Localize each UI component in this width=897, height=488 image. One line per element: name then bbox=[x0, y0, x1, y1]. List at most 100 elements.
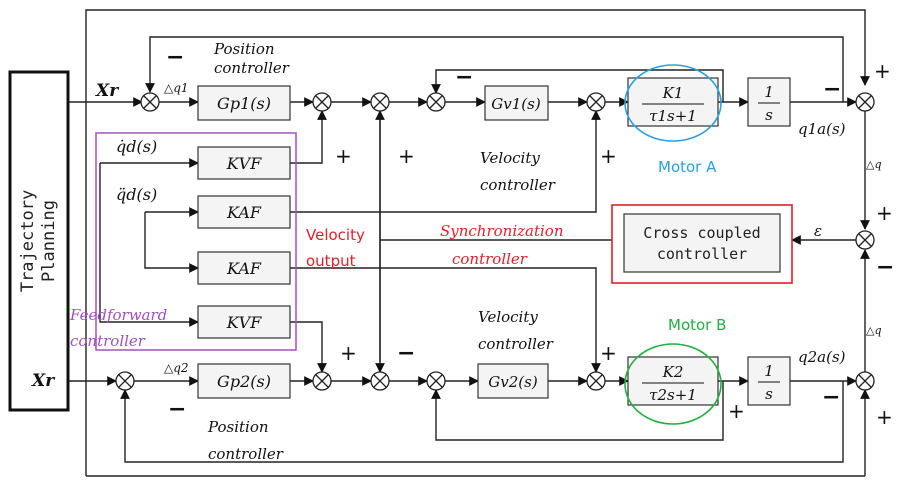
integrator-top-den: s bbox=[765, 106, 773, 124]
gp1-block: Gp1(s) bbox=[197, 85, 291, 121]
position-controller-top-l2: controller bbox=[214, 59, 290, 77]
velocity-controller-bottom-l1: Velocity bbox=[478, 308, 538, 326]
cross-coupled-line2: controller bbox=[657, 245, 747, 263]
cross-coupled-controller-block: Cross coupled controller bbox=[611, 204, 793, 284]
synchronization-controller-l1: Synchronization bbox=[440, 222, 564, 240]
integrator-top-num: 1 bbox=[764, 83, 774, 101]
velocity-controller-bottom-l2: controller bbox=[478, 335, 554, 353]
motor-a-label: Motor A bbox=[658, 158, 717, 176]
sign-minus-7: − bbox=[822, 385, 840, 410]
motor-b-numerator: K2 bbox=[662, 363, 684, 381]
gp2-label: Gp2(s) bbox=[217, 372, 271, 391]
sign-plus-9: + bbox=[876, 405, 893, 429]
gv1-label: Gv1(s) bbox=[491, 95, 541, 113]
trajectory-label-line2: Planning bbox=[39, 200, 59, 282]
feedforward-controller-l1: Feedforward bbox=[69, 306, 167, 324]
feedforward-frame bbox=[95, 132, 297, 351]
sign-plus-7: + bbox=[600, 341, 617, 365]
integrator-bottom-num: 1 bbox=[764, 362, 774, 380]
motor-a-block: K1 τ1s+1 bbox=[624, 64, 722, 142]
dq2-label: △q2 bbox=[164, 361, 189, 375]
qd-dot-label: q̇d(s) bbox=[116, 137, 157, 156]
gp2-block: Gp2(s) bbox=[197, 363, 291, 399]
q2a-label: q2a(s) bbox=[798, 348, 846, 366]
sum-junction-right-mid bbox=[855, 230, 875, 250]
trajectory-label-line1: Trajectory bbox=[18, 190, 38, 292]
summing-junctions bbox=[115, 92, 875, 391]
kaf-top-block: KAF bbox=[197, 195, 291, 229]
q1a-label: q1a(s) bbox=[798, 120, 846, 138]
sign-plus-5: + bbox=[876, 201, 893, 225]
dq-right-bottom-label: △q bbox=[866, 324, 882, 337]
xr-bottom-label: Xr bbox=[31, 371, 55, 391]
kvf-top-block: KVF bbox=[197, 146, 291, 180]
sign-plus-6: + bbox=[340, 341, 357, 365]
epsilon-label: ε bbox=[814, 222, 822, 240]
trajectory-planning-block: Trajectory Planning bbox=[8, 70, 70, 412]
wires bbox=[68, 9, 870, 477]
synchronization-controller-l2: controller bbox=[452, 250, 528, 268]
motor-b-block: K2 τ2s+1 bbox=[624, 343, 722, 425]
sign-plus-8: + bbox=[728, 399, 745, 423]
motor-b-label: Motor B bbox=[668, 316, 726, 334]
sign-plus-3: + bbox=[600, 144, 617, 168]
motor-a-highlight bbox=[624, 64, 722, 142]
qd-ddot-label: q̈d(s) bbox=[116, 185, 157, 204]
sum-junction-right-top bbox=[855, 92, 875, 112]
motor-b-highlight bbox=[624, 343, 722, 425]
xr-top-label: Xr bbox=[95, 81, 119, 101]
gv2-label: Gv2(s) bbox=[488, 373, 538, 391]
sum-junction-bottom-4 bbox=[426, 371, 446, 391]
velocity-output-l2: output bbox=[306, 252, 356, 270]
annotations: Position controller Position controller … bbox=[69, 40, 726, 463]
sign-plus-2: + bbox=[398, 144, 415, 168]
sign-plus-4: + bbox=[874, 59, 891, 83]
feedforward-controller-l2: controller bbox=[70, 332, 146, 350]
kaf-bottom-block: KAF bbox=[197, 251, 291, 285]
velocity-output-l1: Velocity bbox=[306, 226, 365, 244]
integrator-top-block: 1 s bbox=[747, 77, 791, 127]
velocity-controller-top-l1: Velocity bbox=[480, 149, 540, 167]
sum-junction-top-5 bbox=[586, 92, 606, 112]
gv2-block: Gv2(s) bbox=[477, 363, 549, 399]
sum-junction-top-2 bbox=[312, 92, 332, 112]
sign-plus-1: + bbox=[335, 144, 352, 168]
motor-a-numerator: K1 bbox=[662, 84, 684, 102]
sum-junction-top-1 bbox=[140, 92, 160, 112]
dq-right-top-label: △q bbox=[866, 158, 882, 171]
motor-b-denominator: τ2s+1 bbox=[649, 386, 697, 404]
sum-junction-bottom-1 bbox=[115, 371, 135, 391]
integrator-bottom-den: s bbox=[765, 385, 773, 403]
cross-coupled-line1: Cross coupled bbox=[643, 224, 760, 242]
sum-junction-top-3 bbox=[370, 92, 390, 112]
kaf-bottom-label: KAF bbox=[226, 259, 262, 278]
sign-minus-5: − bbox=[397, 341, 415, 366]
kvf-top-label: KVF bbox=[226, 154, 263, 173]
sign-minus-2: − bbox=[455, 65, 473, 90]
sign-minus-3: − bbox=[823, 77, 841, 102]
sum-junction-right-bottom bbox=[855, 371, 875, 391]
dq1-label: △q1 bbox=[164, 81, 189, 95]
sum-junction-bottom-2 bbox=[312, 371, 332, 391]
position-controller-bottom-l1: Position bbox=[207, 418, 269, 436]
sum-junction-bottom-5 bbox=[586, 371, 606, 391]
position-controller-bottom-l2: controller bbox=[208, 445, 284, 463]
position-controller-top-l1: Position bbox=[213, 40, 275, 58]
sum-junction-top-4 bbox=[426, 92, 446, 112]
sign-minus-1: − bbox=[166, 45, 184, 70]
signal-labels: Xr Xr △q1 △q2 q̇d(s) q̈d(s) q1a(s) q2a(s… bbox=[31, 81, 882, 391]
gp1-label: Gp1(s) bbox=[217, 94, 271, 113]
kvf-bottom-block: KVF bbox=[197, 305, 291, 339]
gv1-block: Gv1(s) bbox=[484, 85, 549, 121]
sign-minus-4: − bbox=[876, 255, 894, 280]
sum-junction-bottom-3 bbox=[370, 371, 390, 391]
kvf-bottom-label: KVF bbox=[226, 313, 263, 332]
integrator-bottom-block: 1 s bbox=[747, 356, 791, 406]
motor-a-denominator: τ1s+1 bbox=[649, 107, 697, 125]
signs: − + + − + − + + − + − + + − − + bbox=[166, 45, 894, 429]
kaf-top-label: KAF bbox=[226, 203, 262, 222]
velocity-controller-top-l2: controller bbox=[480, 176, 556, 194]
sign-minus-6: − bbox=[168, 397, 186, 422]
